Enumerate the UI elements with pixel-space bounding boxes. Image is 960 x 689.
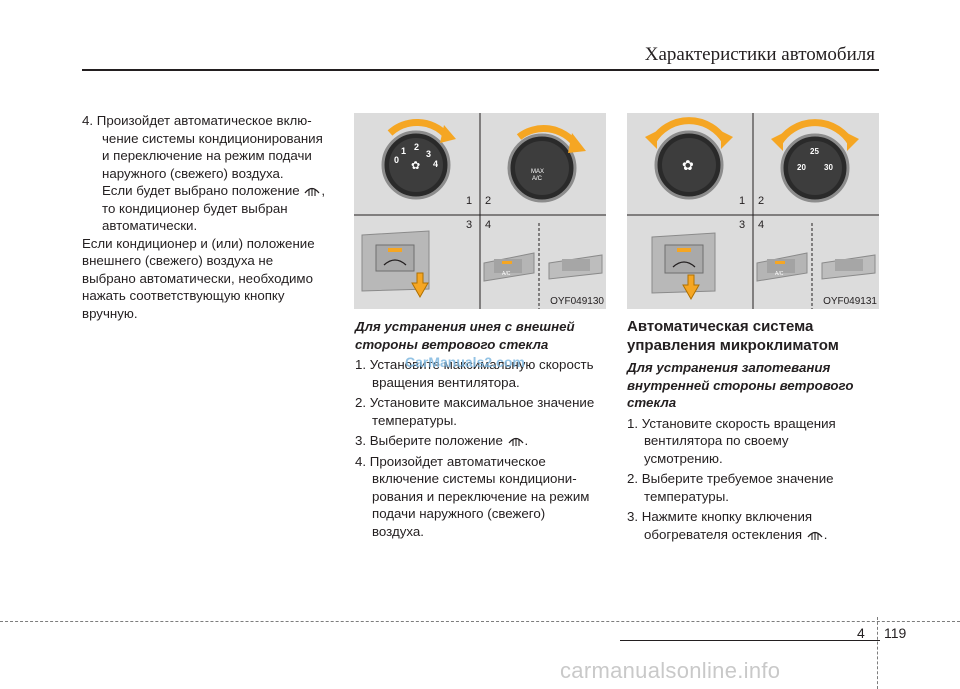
left-item4: 4. Произойдет автоматическое вклю- чение…: [82, 112, 334, 322]
knob-tick-25: 25: [810, 147, 819, 156]
left-para-line: Если кондиционер и (или) положение: [82, 235, 315, 251]
step-line: 2. Установите максимальное значение: [355, 395, 595, 410]
step-line: 1. Установите максимальную скорость: [355, 357, 594, 372]
figure-code: OYF049130: [550, 296, 604, 307]
step-line: 2. Выберите требуемое значение: [627, 471, 834, 486]
section-heading-line: Для устранения инея с внешней: [355, 319, 575, 334]
left-para-line: выбрано автоматически, необходимо: [82, 270, 313, 286]
header-title: Характеристики автомобиля: [644, 44, 875, 65]
knob-tick-20: 20: [797, 163, 806, 172]
fan-icon: ✿: [411, 160, 421, 172]
figure-illustration: [354, 113, 606, 309]
figure-code: OYF049131: [823, 296, 877, 307]
section-heading-line: внутренней стороны ветрового: [627, 377, 854, 393]
page-chapter: 4: [857, 625, 865, 641]
step-line: подачи наружного (свежего): [372, 506, 546, 521]
figure-label-1: 1: [466, 195, 473, 207]
left-item4-line: 4. Произойдет автоматическое вклю-: [82, 113, 312, 128]
left-note-line1: Если будет выбрано положение ,: [102, 183, 326, 198]
left-note-line2: то кондиционер будет выбран: [102, 200, 288, 216]
site-watermark: carmanualsonline.info: [560, 658, 781, 683]
step-line: температуры.: [644, 488, 729, 504]
knob-tick-4: 4: [433, 159, 439, 169]
footer-crop-line-vertical: [877, 617, 878, 689]
left-para-line: нажать соответствующую кнопку: [82, 288, 285, 303]
header-rule: [82, 69, 879, 71]
knob-tick-1: 1: [401, 146, 407, 156]
footer-crop-line: [0, 621, 960, 622]
knob-tick-3: 3: [426, 149, 432, 159]
left-item4-line: и переключение на режим подачи: [102, 148, 312, 163]
step-line: вентилятора по своему: [644, 433, 789, 448]
right-column: Автоматическая система управления микрок…: [627, 317, 879, 543]
step-line: 3. Нажмите кнопку включения: [627, 509, 813, 524]
step-line: 1. Установите скорость вращения: [627, 415, 836, 431]
fan-icon: ✿: [682, 157, 694, 173]
section-heading-line: стекла: [627, 395, 677, 410]
button-ac-label: A/C: [502, 271, 511, 277]
step-line: воздуха.: [372, 523, 424, 539]
step-line: рования и переключение на режим: [372, 488, 590, 504]
knob-tick-0: 0: [394, 155, 400, 165]
figure-label-2: 2: [758, 195, 765, 207]
knob-ac-label: A/C: [532, 176, 543, 182]
figure-label-3: 3: [466, 219, 473, 231]
button-ac-label: A/C: [775, 271, 784, 277]
left-note-line3: автоматически.: [102, 218, 198, 233]
step-line: включение системы кондициони-: [372, 471, 577, 486]
section-heading-line: стороны ветрового стекла: [355, 336, 549, 352]
knob-max-label: MAX: [531, 169, 545, 175]
left-item4-line: чение системы кондиционирования: [102, 130, 323, 146]
knob-tick-2: 2: [414, 142, 420, 152]
rear-defrost-icon: [807, 531, 823, 540]
figure-defrost-outside: 0 1 2 3 4 ✿ MAX A/C A/C 1 2 3 4 OYF04913…: [354, 113, 606, 309]
defrost-icon: [304, 187, 320, 196]
figure-label-4: 4: [758, 219, 765, 231]
footer-rule: [620, 640, 880, 641]
section-heading-line: Для устранения запотевания: [627, 360, 831, 375]
knob-tick-30: 30: [824, 163, 833, 172]
figure-label-4: 4: [485, 219, 492, 231]
step-line: усмотрению.: [644, 450, 723, 466]
step-line: вращения вентилятора.: [372, 374, 520, 390]
middle-column: Для устранения инея с внешней стороны ве…: [355, 318, 606, 540]
figure-label-1: 1: [739, 195, 746, 207]
page-number: 119: [884, 625, 907, 641]
figure-label-2: 2: [485, 195, 492, 207]
defrost-icon: [508, 437, 524, 446]
figure-auto-climate: ✿ 20 25 30 A/C 1 2 3 4 OYF049131: [627, 113, 879, 309]
step-line-3: 3. Выберите положение .: [355, 433, 529, 448]
figure-label-3: 3: [739, 219, 746, 231]
overlay-watermark: CarManuals2.com: [405, 354, 525, 370]
left-para-line: внешнего (свежего) воздуха не: [82, 253, 274, 268]
step-line: 4. Произойдет автоматическое: [355, 453, 546, 469]
step-line: температуры.: [372, 412, 457, 428]
left-para-line: вручную.: [82, 305, 138, 321]
left-item4-line: наружного (свежего) воздуха.: [102, 165, 284, 181]
section-title-line: Автоматическая система: [627, 318, 814, 335]
figure-illustration: [627, 113, 879, 309]
step-line-defrost: обогревателя остекления .: [644, 526, 828, 542]
section-title-line: управления микроклиматом: [627, 337, 839, 354]
